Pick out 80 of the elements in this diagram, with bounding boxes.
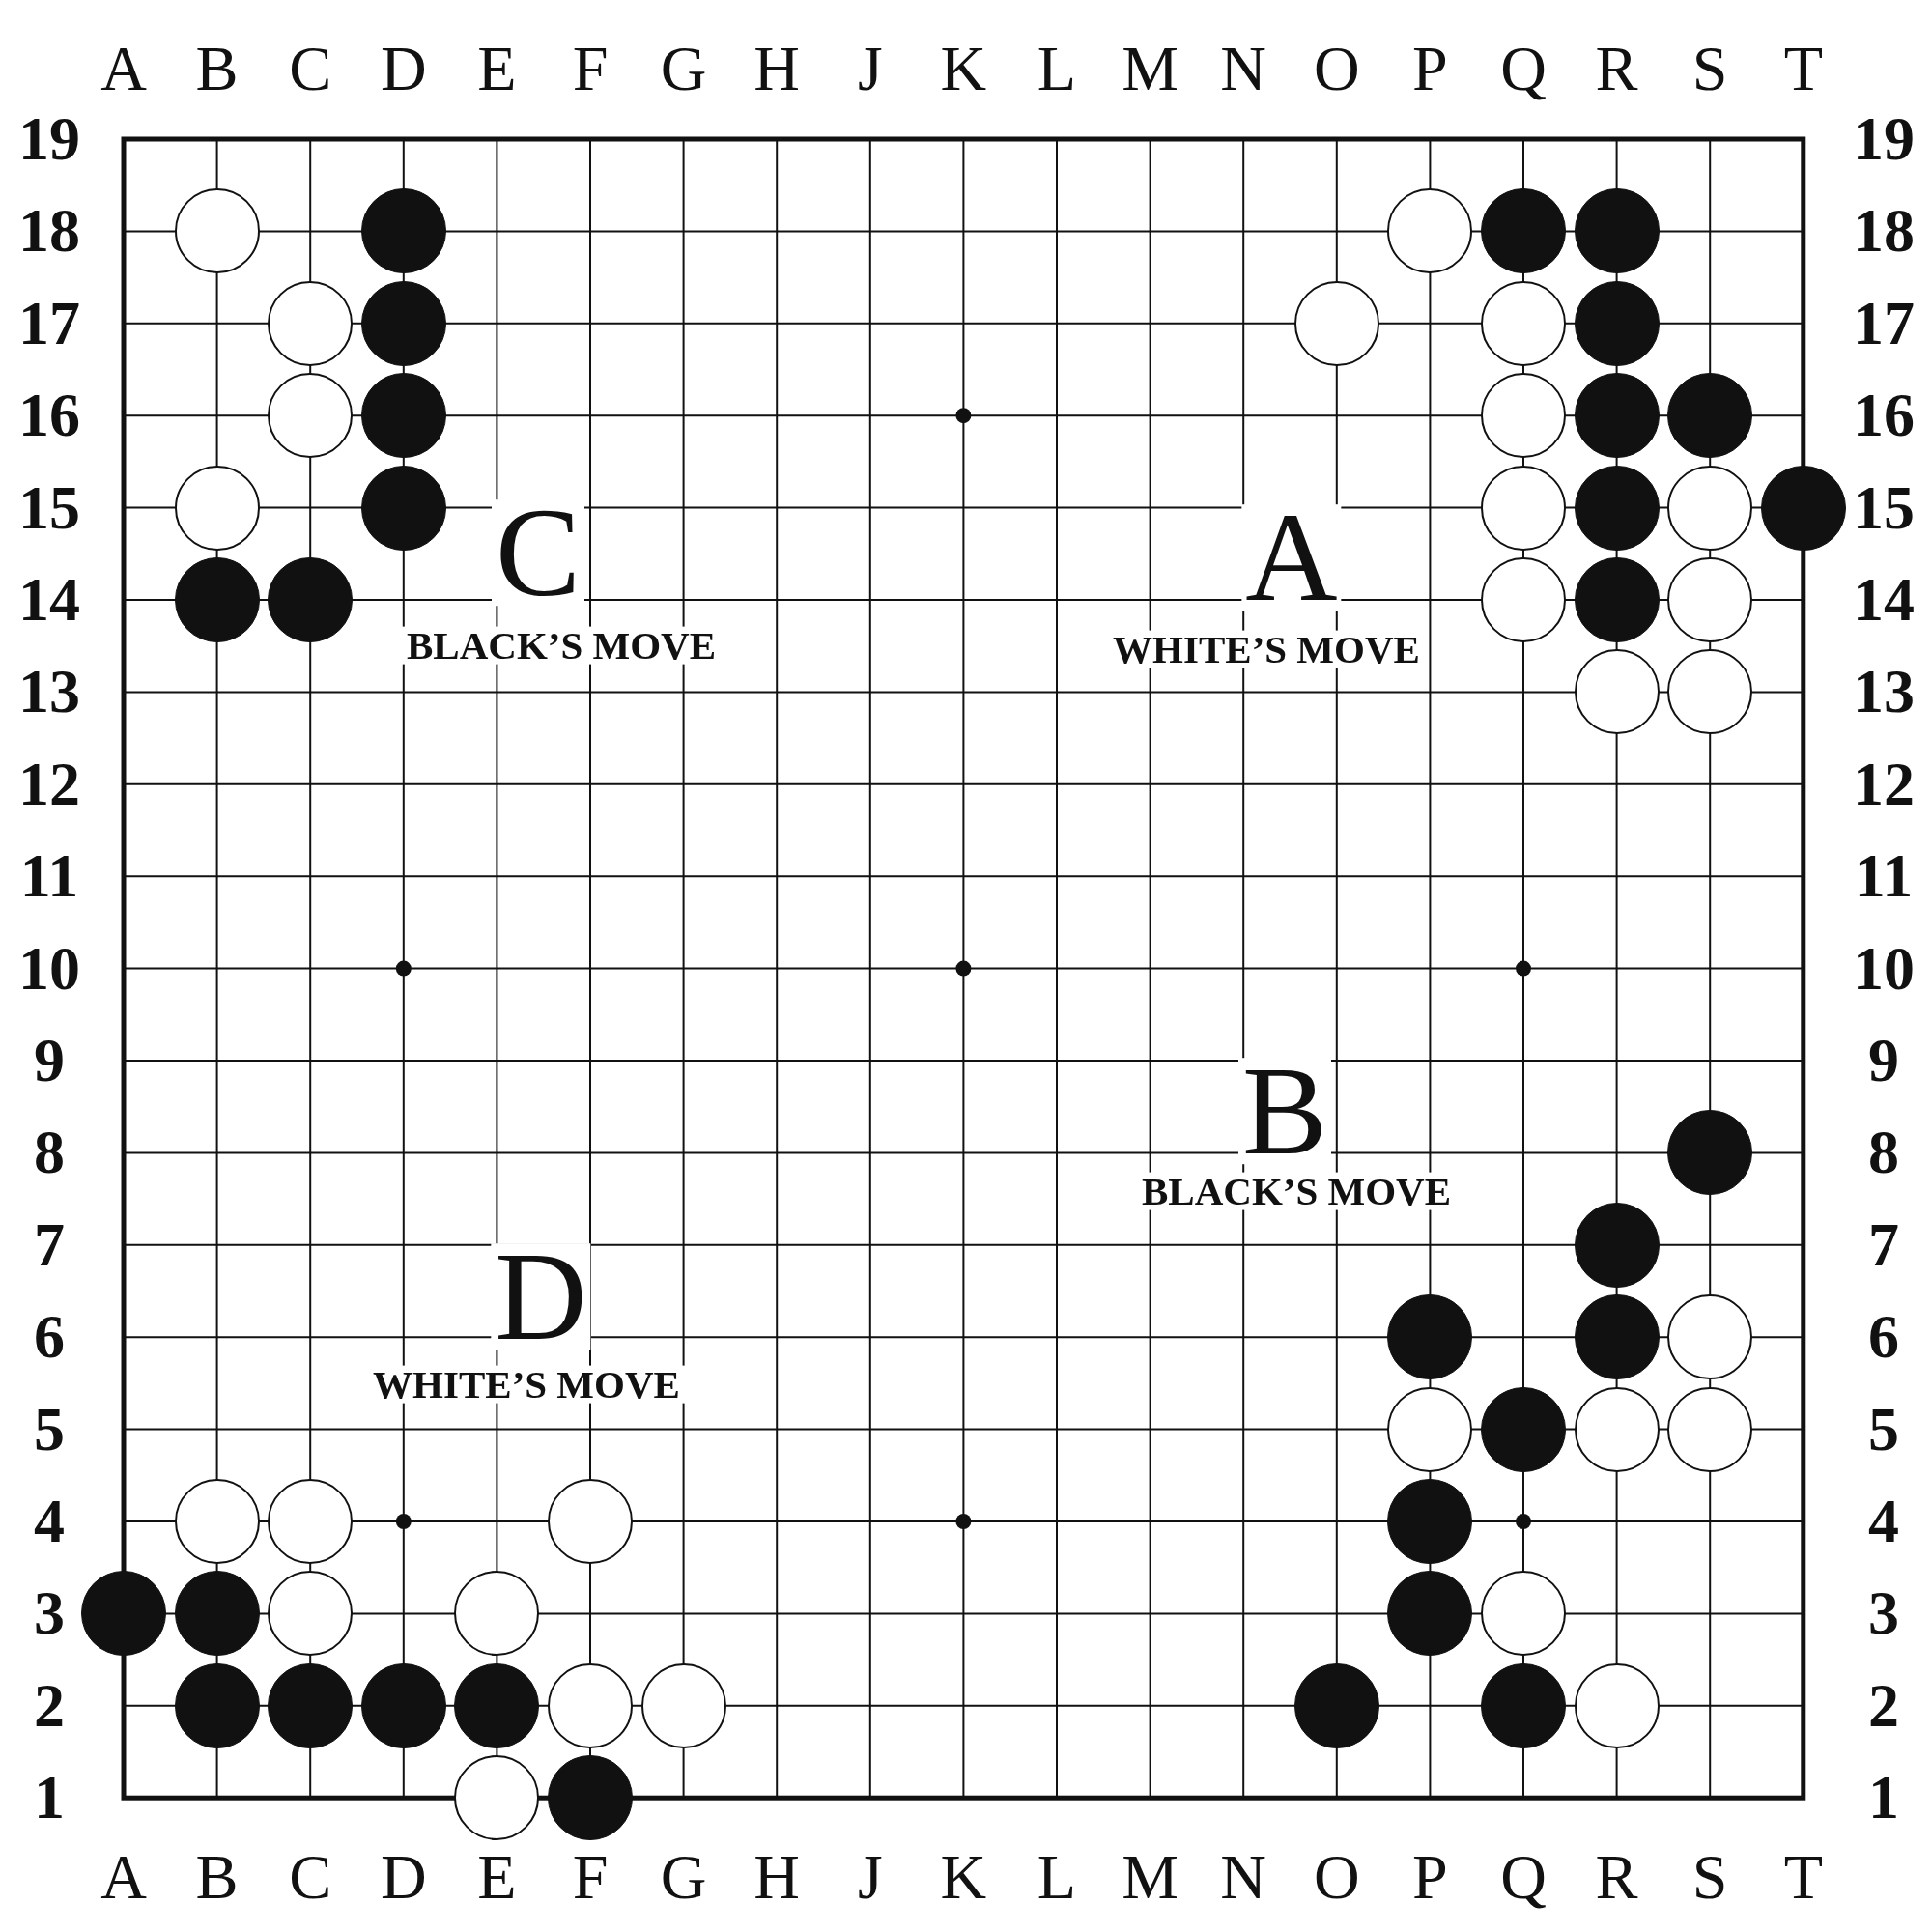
column-label: F bbox=[572, 37, 609, 105]
row-label: 18 bbox=[1853, 206, 1915, 256]
row-label: 10 bbox=[1853, 944, 1915, 994]
column-label: L bbox=[1037, 1845, 1077, 1914]
row-label: 14 bbox=[18, 575, 80, 625]
column-label: Q bbox=[1500, 1845, 1547, 1914]
column-label: L bbox=[1037, 37, 1077, 105]
row-label: 15 bbox=[18, 483, 80, 533]
column-label: C bbox=[289, 1845, 332, 1914]
problem-letter: D bbox=[491, 1243, 591, 1350]
column-label: P bbox=[1412, 1845, 1448, 1914]
column-label: H bbox=[753, 37, 800, 105]
row-label: 6 bbox=[1868, 1312, 1899, 1362]
row-label: 11 bbox=[19, 851, 79, 901]
column-label: M bbox=[1122, 1845, 1179, 1914]
column-label: B bbox=[195, 1845, 239, 1914]
row-label: 8 bbox=[34, 1127, 65, 1178]
row-label: 4 bbox=[34, 1496, 65, 1547]
row-label: 4 bbox=[1868, 1496, 1899, 1547]
column-label: O bbox=[1313, 37, 1360, 105]
row-label: 1 bbox=[1868, 1773, 1899, 1823]
column-label: J bbox=[857, 1845, 883, 1914]
row-label: 3 bbox=[34, 1588, 65, 1638]
column-label: G bbox=[660, 37, 707, 105]
row-label: 9 bbox=[34, 1036, 65, 1086]
column-label: M bbox=[1122, 37, 1179, 105]
row-label: 16 bbox=[1853, 390, 1915, 440]
column-label: T bbox=[1783, 37, 1823, 105]
column-label: S bbox=[1691, 1845, 1728, 1914]
column-label: N bbox=[1220, 1845, 1266, 1914]
row-label: 16 bbox=[18, 390, 80, 440]
row-label: 14 bbox=[1853, 575, 1915, 625]
column-label: A bbox=[100, 1845, 147, 1914]
row-label: 13 bbox=[18, 667, 80, 717]
column-label: D bbox=[380, 1845, 427, 1914]
row-label: 12 bbox=[1853, 759, 1915, 810]
column-label: K bbox=[940, 37, 987, 105]
row-label: 5 bbox=[1868, 1405, 1899, 1455]
column-label: S bbox=[1691, 37, 1728, 105]
row-label: 7 bbox=[34, 1220, 65, 1270]
column-label: F bbox=[572, 1845, 609, 1914]
row-label: 9 bbox=[1868, 1036, 1899, 1086]
row-label: 3 bbox=[1868, 1588, 1899, 1638]
row-label: 13 bbox=[1853, 667, 1915, 717]
problem-letter: A bbox=[1241, 504, 1342, 611]
row-label: 12 bbox=[18, 759, 80, 810]
row-label: 5 bbox=[34, 1405, 65, 1455]
row-label: 19 bbox=[1853, 114, 1915, 164]
row-label: 1 bbox=[34, 1773, 65, 1823]
row-label: 11 bbox=[1854, 851, 1914, 901]
column-label: E bbox=[477, 37, 517, 105]
column-label: E bbox=[477, 1845, 517, 1914]
column-label: N bbox=[1220, 37, 1266, 105]
column-label: G bbox=[660, 1845, 707, 1914]
row-label: 2 bbox=[1868, 1681, 1899, 1731]
problem-letter: C bbox=[492, 499, 584, 606]
row-label: 18 bbox=[18, 206, 80, 256]
row-label: 2 bbox=[34, 1681, 65, 1731]
column-label: P bbox=[1412, 37, 1448, 105]
row-label: 17 bbox=[1853, 298, 1915, 349]
column-label: A bbox=[100, 37, 147, 105]
column-label: H bbox=[753, 1845, 800, 1914]
column-label: K bbox=[940, 1845, 987, 1914]
row-label: 8 bbox=[1868, 1127, 1899, 1178]
problem-letter: B bbox=[1238, 1058, 1331, 1164]
column-label: T bbox=[1783, 1845, 1823, 1914]
row-label: 17 bbox=[18, 298, 80, 349]
row-label: 15 bbox=[1853, 483, 1915, 533]
column-label: O bbox=[1313, 1845, 1360, 1914]
column-label: Q bbox=[1500, 37, 1547, 105]
column-label: R bbox=[1595, 37, 1638, 105]
column-label: C bbox=[289, 37, 332, 105]
row-label: 6 bbox=[34, 1312, 65, 1362]
row-label: 10 bbox=[18, 944, 80, 994]
column-label: D bbox=[380, 37, 427, 105]
column-label: J bbox=[857, 37, 883, 105]
row-label: 7 bbox=[1868, 1220, 1899, 1270]
row-label: 19 bbox=[18, 114, 80, 164]
column-label: R bbox=[1595, 1845, 1638, 1914]
column-label: B bbox=[195, 37, 239, 105]
